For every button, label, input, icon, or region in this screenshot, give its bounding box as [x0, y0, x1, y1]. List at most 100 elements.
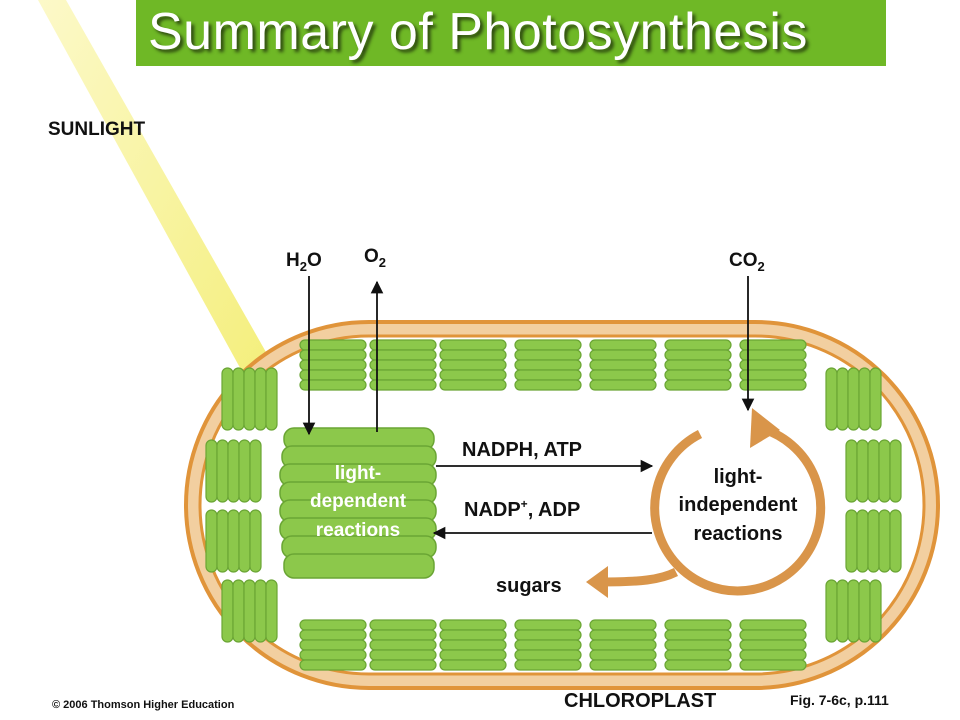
thylakoid-disc — [299, 639, 367, 651]
thylakoid-disc — [439, 379, 507, 391]
thylakoid-disc — [514, 659, 582, 671]
thylakoid-disc — [514, 349, 582, 361]
thylakoid-disc — [664, 349, 732, 361]
thylakoid-disc — [369, 379, 437, 391]
thylakoid-disc — [439, 359, 507, 371]
page-title: Summary of Photosynthesis — [148, 3, 808, 61]
thylakoid-disc — [238, 509, 251, 573]
thylakoid-disc — [439, 649, 507, 661]
thylakoid-disc — [589, 659, 657, 671]
thylakoid-disc — [889, 509, 902, 573]
thylakoid-disc — [205, 509, 218, 573]
thylakoid-disc — [254, 579, 267, 643]
thylakoid-disc — [439, 629, 507, 641]
light-independent-label-2: independent — [679, 494, 798, 516]
thylakoid-disc — [243, 367, 256, 431]
thylakoid-disc — [227, 509, 240, 573]
thylakoid-disc — [369, 349, 437, 361]
thylakoid-disc — [589, 369, 657, 381]
h2o-label: H2O — [286, 250, 322, 274]
light-dependent-label-3: reactions — [316, 520, 400, 541]
thylakoid-disc — [439, 369, 507, 381]
thylakoid-disc — [739, 369, 807, 381]
thylakoid-disc — [739, 349, 807, 361]
thylakoid-disc — [232, 579, 245, 643]
thylakoid-disc — [739, 619, 807, 631]
thylakoid-disc — [739, 639, 807, 651]
thylakoid-disc — [439, 639, 507, 651]
thylakoid-disc — [299, 379, 367, 391]
thylakoid-disc — [254, 367, 267, 431]
thylakoid-disc — [369, 649, 437, 661]
thylakoid-disc — [227, 439, 240, 503]
thylakoid-disc — [369, 369, 437, 381]
sugars-label: sugars — [496, 575, 562, 597]
thylakoid-disc — [249, 439, 262, 503]
thylakoid-disc — [664, 619, 732, 631]
thylakoid-disc — [216, 439, 229, 503]
thylakoid-disc — [439, 339, 507, 351]
thylakoid-disc — [221, 579, 234, 643]
thylakoid-disc — [867, 509, 880, 573]
thylakoid-disc — [369, 339, 437, 351]
thylakoid-disc — [664, 359, 732, 371]
thylakoid-disc — [369, 359, 437, 371]
thylakoid-disc — [664, 629, 732, 641]
thylakoid-disc — [664, 639, 732, 651]
thylakoid-disc — [299, 649, 367, 661]
thylakoid-disc — [664, 379, 732, 391]
thylakoid-disc — [265, 367, 278, 431]
thylakoid-disc — [589, 359, 657, 371]
o2-label: O2 — [364, 246, 386, 270]
thylakoid-stacks — [205, 339, 902, 671]
chloroplast-label: CHLOROPLAST — [564, 690, 716, 712]
light-independent-label-1: light- — [714, 466, 763, 488]
thylakoid-disc — [369, 619, 437, 631]
sunlight-label: SUNLIGHT — [48, 119, 146, 140]
copyright-notice: © 2006 Thomson Higher Education — [52, 699, 235, 711]
thylakoid-disc — [847, 579, 860, 643]
thylakoid-disc — [205, 439, 218, 503]
light-dependent-reactions: light- dependent reactions — [279, 427, 437, 579]
thylakoid-disc — [825, 579, 838, 643]
thylakoid-disc — [232, 367, 245, 431]
thylakoid-disc — [664, 649, 732, 661]
title-bar — [136, 0, 886, 66]
thylakoid-disc — [739, 629, 807, 641]
thylakoid-disc — [439, 349, 507, 361]
figure-reference: Fig. 7-6c, p.111 — [790, 692, 889, 708]
co2-label: CO2 — [729, 250, 765, 274]
thylakoid-disc — [514, 619, 582, 631]
thylakoid-disc — [878, 439, 891, 503]
thylakoid-disc — [369, 629, 437, 641]
thylakoid-disc — [243, 579, 256, 643]
thylakoid-disc — [858, 579, 871, 643]
thylakoid-disc — [216, 509, 229, 573]
thylakoid-disc — [589, 339, 657, 351]
nadp-adp-label: NADP+, ADP — [464, 497, 580, 521]
thylakoid-disc — [589, 379, 657, 391]
thylakoid-disc — [589, 649, 657, 661]
thylakoid-disc — [836, 367, 849, 431]
thylakoid-disc — [514, 649, 582, 661]
thylakoid-disc — [589, 349, 657, 361]
thylakoid-disc — [739, 659, 807, 671]
thylakoid-disc — [514, 629, 582, 641]
thylakoid-disc — [739, 359, 807, 371]
thylakoid-disc — [664, 659, 732, 671]
thylakoid-disc — [265, 579, 278, 643]
thylakoid-disc — [836, 579, 849, 643]
sunlight-beam — [38, 0, 300, 426]
thylakoid-disc — [299, 659, 367, 671]
thylakoid-disc — [869, 367, 882, 431]
light-independent-cycle: light- independent reactions — [586, 408, 826, 598]
thylakoid-disc — [739, 649, 807, 661]
thylakoid-disc — [299, 619, 367, 631]
thylakoid-disc — [847, 367, 860, 431]
thylakoid-disc — [889, 439, 902, 503]
thylakoid-disc — [439, 659, 507, 671]
thylakoid-disc — [739, 379, 807, 391]
thylakoid-disc — [514, 339, 582, 351]
thylakoid-disc — [869, 579, 882, 643]
thylakoid-disc — [589, 639, 657, 651]
